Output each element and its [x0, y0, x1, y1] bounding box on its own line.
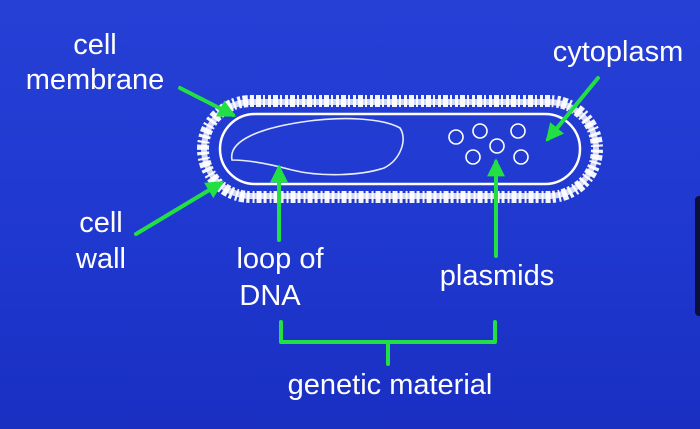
label-cytoplasm: cytoplasm: [553, 36, 684, 68]
plasmids-group: [448, 123, 529, 165]
label-cell-wall-line2: wall: [75, 243, 126, 275]
edge-shadow: [695, 196, 700, 316]
arrow-cytoplasm: [545, 76, 600, 142]
label-cell-membrane-line1: cell: [73, 29, 117, 61]
plasmid: [489, 138, 505, 154]
plasmid: [448, 129, 464, 145]
arrow-cell-wall: [134, 181, 225, 236]
plasmid: [510, 123, 526, 139]
label-genetic-material: genetic material: [288, 369, 493, 401]
label-plasmids: plasmids: [440, 260, 554, 292]
label-cell-membrane-line2: membrane: [26, 64, 165, 96]
arrow-cell-membrane: [178, 86, 237, 117]
label-cell-wall-line1: cell: [79, 207, 123, 239]
label-loop-dna-line1: loop of: [236, 243, 324, 275]
label-loop-dna-line2: DNA: [239, 280, 301, 312]
dna-loop: [231, 117, 404, 176]
genetic-material-bracket: [279, 320, 497, 366]
plasmid: [472, 123, 488, 139]
plasmid: [513, 149, 529, 165]
cell-membrane: [218, 112, 582, 186]
cell-wall: [197, 95, 603, 203]
plasmid: [465, 149, 481, 165]
